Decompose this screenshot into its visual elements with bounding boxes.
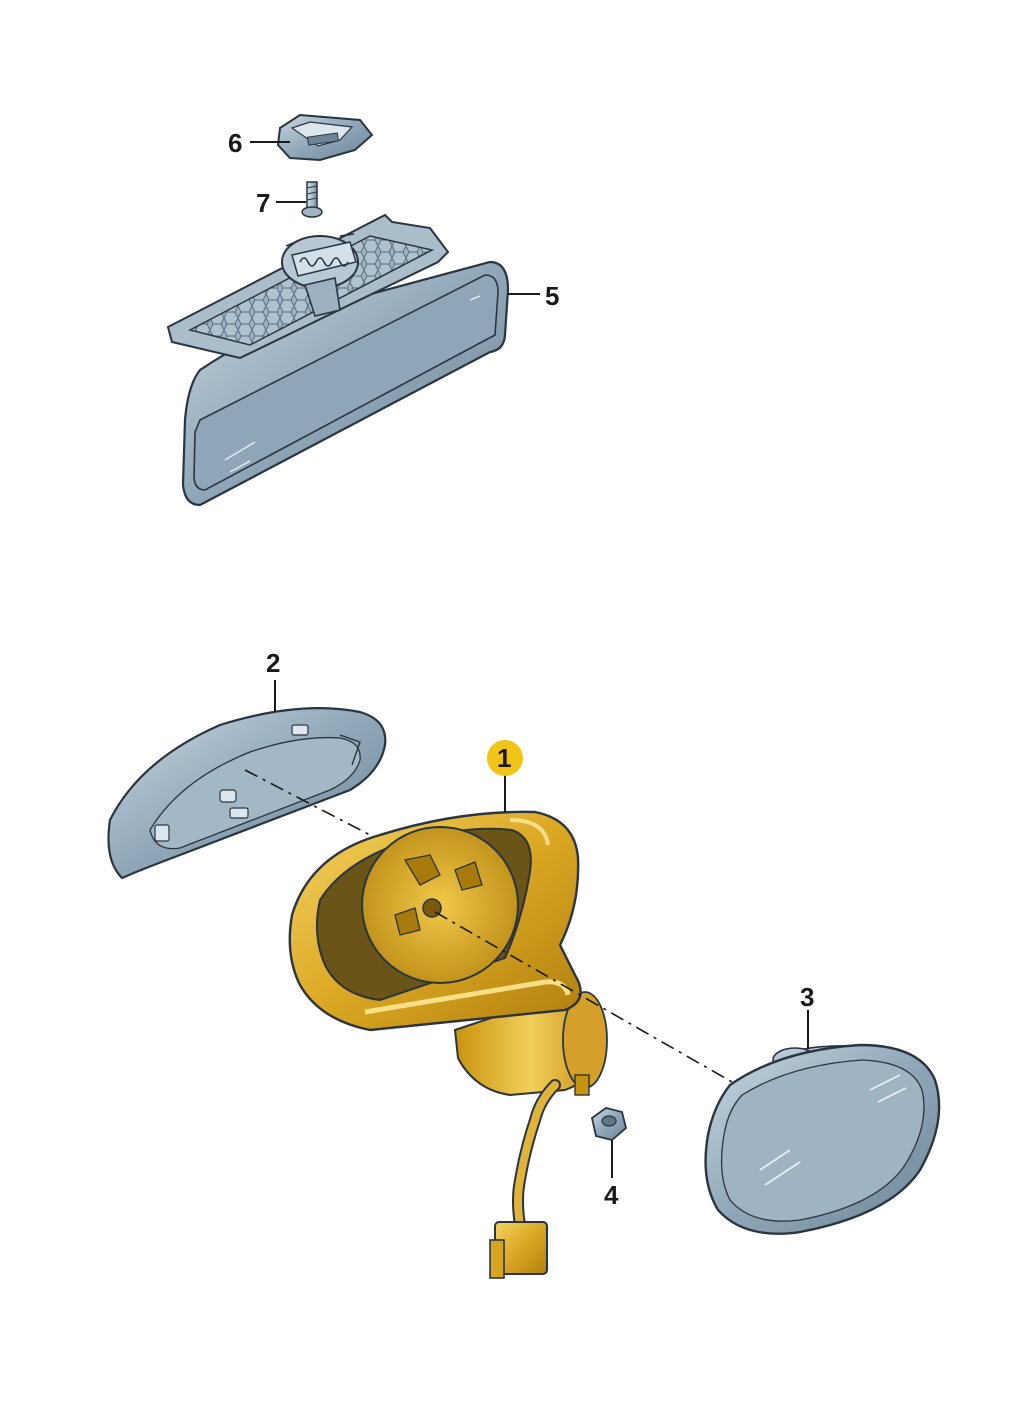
assembly-axis-line [244, 769, 733, 1083]
callout-3: 3 [800, 982, 815, 1012]
callout-1: 1 [497, 743, 512, 773]
part-3-mirror-glass [704, 1043, 941, 1235]
part-2-mirror-cap [107, 707, 387, 880]
callout-7: 7 [256, 188, 271, 218]
callout-2: 2 [266, 648, 281, 678]
callout-5: 5 [545, 281, 560, 311]
part-6-clip [276, 113, 374, 162]
part-4-nut [590, 1107, 628, 1141]
part-7-screw [301, 181, 323, 218]
callout-1-highlight [487, 740, 523, 776]
part-1-mirror-housing [288, 810, 608, 1279]
leader-lines [250, 141, 809, 1178]
callout-4: 4 [604, 1180, 619, 1210]
callout-6: 6 [228, 128, 243, 158]
part-5-interior-mirror [166, 213, 510, 507]
